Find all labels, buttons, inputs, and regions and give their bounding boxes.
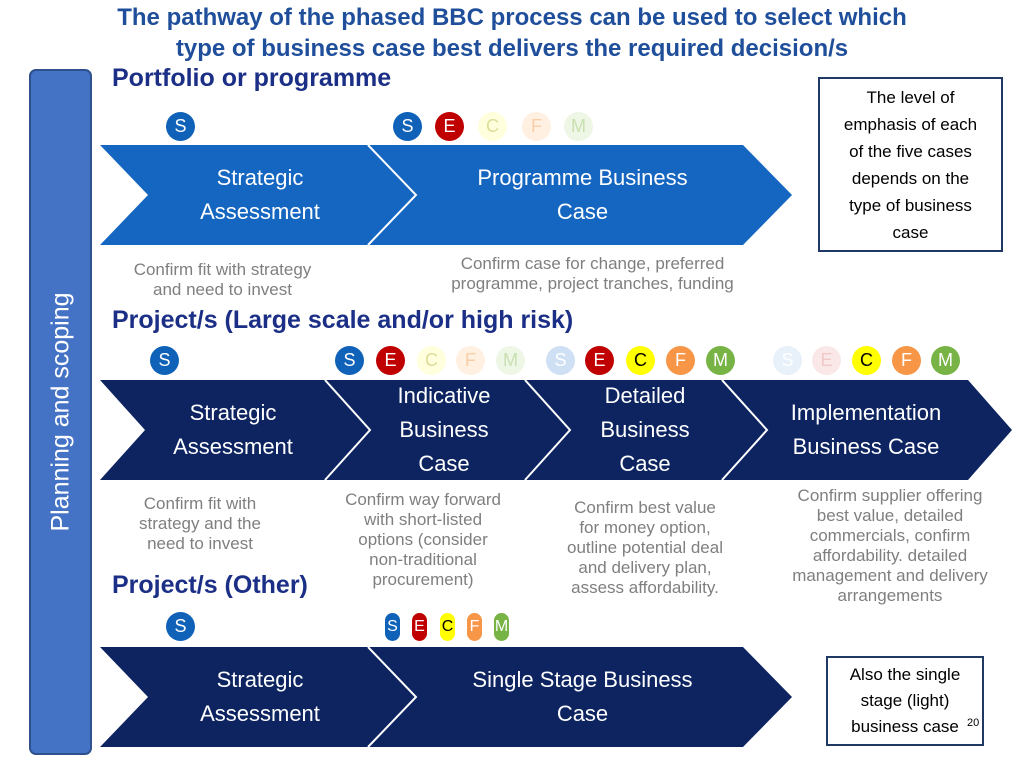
callout-emphasis: The level of emphasis of each of the fiv… bbox=[818, 77, 1003, 252]
portfolio-desc-programme: Confirm case for change, preferred progr… bbox=[451, 254, 734, 293]
page-number: 20 bbox=[967, 717, 980, 729]
case-f-indicator: F bbox=[456, 346, 485, 375]
portfolio-chevron-1 bbox=[100, 145, 416, 245]
case-s-indicator: S bbox=[393, 112, 422, 141]
case-c-indicator: C bbox=[440, 613, 455, 641]
case-c-indicator: C bbox=[417, 346, 446, 375]
case-m-indicator: M bbox=[496, 346, 525, 375]
title-line-1: The pathway of the phased BBC process ca… bbox=[117, 4, 907, 31]
large-desc-detailed: Confirm best value for money option, out… bbox=[567, 498, 723, 597]
case-f-indicator: F bbox=[467, 613, 482, 641]
portfolio-stage-strategic: Strategic Assessment bbox=[200, 165, 320, 224]
portfolio-chevron-2 bbox=[368, 145, 792, 245]
case-e-indicator: E bbox=[435, 112, 464, 141]
large-stage-detailed: Detailed Business Case bbox=[600, 383, 690, 476]
other-separator bbox=[367, 646, 418, 748]
case-f-indicator: F bbox=[522, 112, 551, 141]
large-chevron-4 bbox=[722, 380, 1012, 480]
case-s-indicator: S bbox=[546, 346, 575, 375]
case-s-indicator: S bbox=[773, 346, 802, 375]
large-separator-2 bbox=[524, 379, 572, 481]
case-e-indicator: E bbox=[376, 346, 405, 375]
large-desc-indicative: Confirm way forward with short-listed op… bbox=[345, 490, 501, 589]
case-e-indicator: E bbox=[412, 613, 427, 641]
case-s-indicator: S bbox=[166, 112, 195, 141]
case-e-indicator: E bbox=[585, 346, 614, 375]
case-f-indicator: F bbox=[666, 346, 695, 375]
portfolio-desc-strategic: Confirm fit with strategy and need to in… bbox=[133, 260, 312, 299]
case-c-indicator: C bbox=[852, 346, 881, 375]
case-c-indicator: C bbox=[478, 112, 507, 141]
other-stage-strategic: Strategic Assessment bbox=[200, 667, 320, 726]
large-stage-indicative: Indicative Business Case bbox=[397, 383, 491, 476]
case-s-indicator: S bbox=[335, 346, 364, 375]
large-stage-implementation: Implementation Business Case bbox=[790, 400, 942, 459]
large-desc-strategic: Confirm fit with strategy and the need t… bbox=[139, 494, 261, 553]
portfolio-stage-programme: Programme Business Case bbox=[477, 165, 688, 224]
large-chevron-1 bbox=[100, 380, 370, 480]
case-m-indicator: M bbox=[564, 112, 593, 141]
large-chevron-3 bbox=[525, 380, 767, 480]
case-e-indicator: E bbox=[812, 346, 841, 375]
page-title: The pathway of the phased BBC process ca… bbox=[0, 2, 1024, 64]
case-f-indicator: F bbox=[892, 346, 921, 375]
portfolio-separator bbox=[367, 144, 418, 246]
planning-scoping-sidebar: Planning and scoping bbox=[29, 69, 92, 755]
case-s-indicator: S bbox=[150, 346, 179, 375]
case-m-indicator: M bbox=[494, 613, 509, 641]
case-s-indicator: S bbox=[385, 613, 400, 641]
large-separator-1 bbox=[324, 379, 372, 481]
section-title-other: Project/s (Other) bbox=[112, 571, 308, 599]
case-m-indicator: M bbox=[706, 346, 735, 375]
other-stage-single: Single Stage Business Case bbox=[472, 667, 693, 726]
section-title-portfolio: Portfolio or programme bbox=[112, 64, 392, 92]
callout-single-stage: Also the single stage (light) business c… bbox=[826, 656, 984, 746]
case-m-indicator: M bbox=[931, 346, 960, 375]
large-stage-strategic: Strategic Assessment bbox=[173, 400, 293, 459]
large-chevron-2 bbox=[325, 380, 570, 480]
case-s-indicator: S bbox=[166, 612, 195, 641]
other-chevron-2 bbox=[368, 647, 792, 747]
large-desc-implementation: Confirm supplier offering best value, de… bbox=[792, 486, 988, 605]
other-chevron-1 bbox=[100, 647, 416, 747]
title-line-2: type of business case best delivers the … bbox=[175, 35, 849, 62]
section-title-large: Project/s (Large scale and/or high risk) bbox=[112, 306, 574, 334]
large-separator-3 bbox=[721, 379, 769, 481]
case-c-indicator: C bbox=[626, 346, 655, 375]
